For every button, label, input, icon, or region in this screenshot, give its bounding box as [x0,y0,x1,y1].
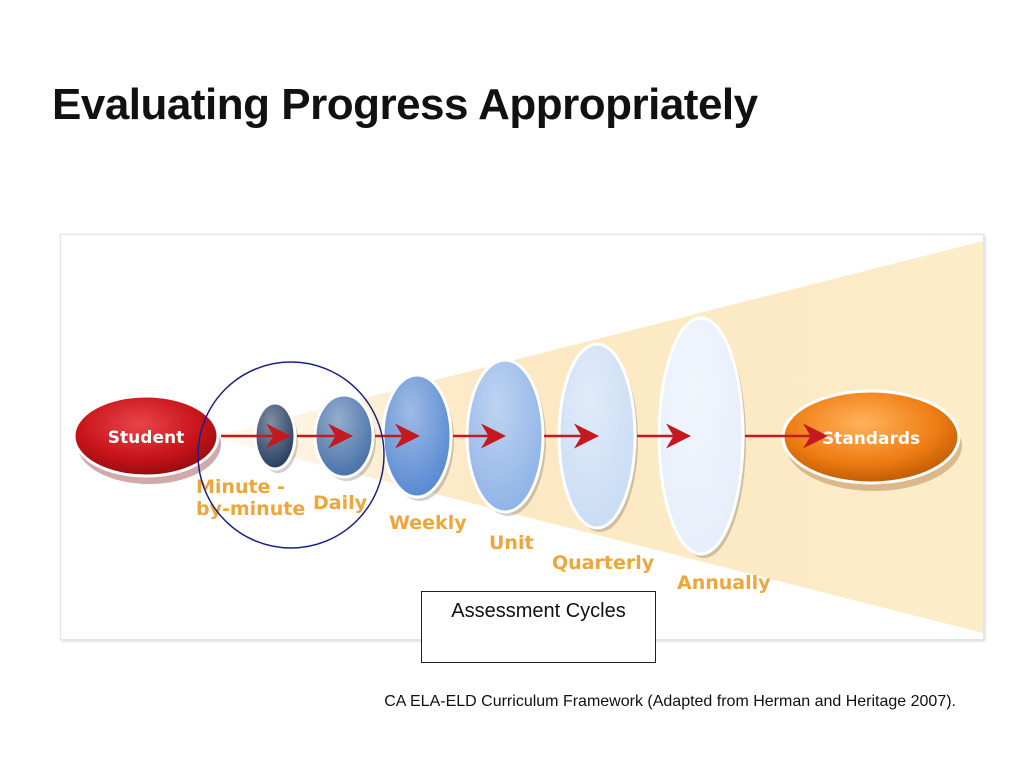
standards-label: Standards [822,429,920,449]
slide-title: Evaluating Progress Appropriately [52,80,758,129]
caption-box: Assessment Cycles [421,591,656,663]
diagram-canvas: Student Standards Minute -by-minute Daily… [72,241,983,633]
stage-label: Unit [489,532,534,554]
stage-6: Annually [657,316,771,594]
citation: CA ELA-ELD Curriculum Framework (Adapted… [384,693,956,710]
student-label: Student [108,428,184,448]
stage-label: Weekly [389,512,467,534]
stage-2: Daily [313,393,376,514]
highlight-circle [197,361,385,549]
caption-text: Assessment Cycles [451,600,626,622]
stage-4: Unit [465,358,546,554]
stage-gloss [659,318,743,554]
stage-label: Quarterly [552,552,655,574]
standards-node: Standards [781,389,962,491]
assessment-cycle-diagram: Student Standards Minute -by-minute Daily… [60,234,984,640]
stage-label: Annually [677,572,771,594]
stage-label-line2: by-minute [196,498,305,520]
stage-label: Daily [313,492,368,514]
student-node: Student [72,394,221,484]
stage-label: Minute - [196,476,285,498]
